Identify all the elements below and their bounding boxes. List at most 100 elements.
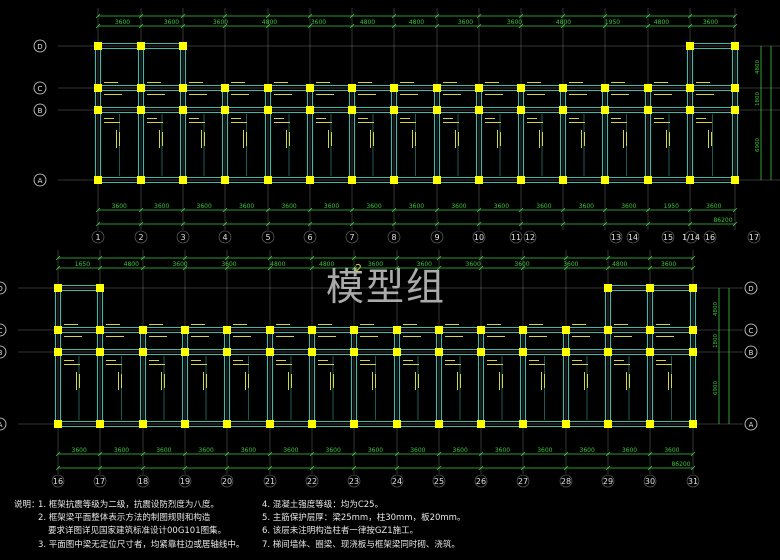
column-axis-label: 20	[222, 477, 232, 486]
column	[435, 348, 443, 356]
row-axis-bubble	[33, 81, 47, 95]
rebar-annotation	[331, 132, 332, 146]
column-axis-label: 1	[95, 233, 100, 242]
rebar-annotation	[316, 82, 330, 83]
column-axis-bubble	[345, 230, 359, 244]
column	[96, 284, 104, 292]
rebar-annotation	[542, 132, 543, 146]
note-item: 7. 梯间墙体、圈梁、现浇板与框架梁同时砌、浇筑。	[262, 540, 460, 550]
rebar-annotation	[147, 122, 163, 123]
column-axis-bubble	[51, 474, 65, 488]
column-axis-label: 3	[180, 233, 185, 242]
column	[308, 420, 316, 428]
rebar-annotation	[445, 336, 463, 337]
column	[96, 420, 104, 428]
rebar-annotation	[316, 118, 326, 119]
rebar-annotation	[460, 374, 461, 388]
column-axis-bubble	[178, 474, 192, 488]
rebar-annotation	[626, 372, 627, 390]
column-axis-label: 29	[603, 477, 613, 486]
dimension-text: 6900	[755, 138, 761, 152]
rebar-annotation	[318, 336, 336, 337]
note-item: 2. 框架梁平面整体表示方法的制图规则和构造	[38, 513, 211, 523]
rebar-annotation	[104, 94, 122, 95]
dimension-text: 3600	[368, 447, 383, 454]
column	[393, 348, 401, 356]
rebar-annotation	[614, 324, 628, 325]
rebar-annotation	[581, 130, 582, 148]
column-axis-label: 26	[476, 477, 486, 486]
column	[433, 84, 441, 92]
row-axis-bubble	[33, 173, 47, 187]
column-axis-bubble	[387, 230, 401, 244]
rebar-annotation	[445, 324, 459, 325]
rebar-annotation	[569, 94, 587, 95]
column-axis-label: 16	[705, 233, 715, 242]
dimension-text: 3600	[579, 203, 594, 210]
column-axis-label: 18	[138, 477, 148, 486]
column-axis-label: 31	[688, 477, 698, 486]
dimension-text: 3600	[410, 447, 425, 454]
rebar-annotation	[231, 82, 245, 83]
dimension-text: 3600	[281, 203, 296, 210]
column-axis-bubble	[559, 474, 573, 488]
column	[139, 348, 147, 356]
column-axis-bubble	[220, 474, 234, 488]
column-axis-bubble	[347, 474, 361, 488]
dimension-text: 1800	[755, 92, 761, 106]
column	[686, 106, 694, 114]
row-axis-bubble	[744, 345, 758, 359]
rebar-annotation	[539, 130, 540, 148]
rebar-annotation	[445, 364, 461, 365]
column	[646, 284, 654, 292]
watermark: 模型组	[326, 265, 447, 309]
dimension-text: 3600	[458, 19, 473, 26]
column-axis-bubble	[626, 230, 640, 244]
column-axis-bubble	[703, 230, 717, 244]
column-axis-bubble	[684, 230, 698, 244]
column-axis-label: 17	[95, 477, 105, 486]
rebar-annotation	[572, 336, 590, 337]
dimension-text: 3600	[368, 261, 383, 268]
column-axis-bubble	[609, 230, 623, 244]
rebar-annotation	[629, 374, 630, 388]
rebar-annotation	[614, 360, 624, 361]
rebar-annotation	[455, 130, 456, 148]
dimension-text: 1800	[713, 334, 719, 348]
column	[179, 106, 187, 114]
rebar-annotation	[191, 324, 205, 325]
rebar-annotation	[529, 360, 539, 361]
column	[348, 84, 356, 92]
column	[477, 326, 485, 334]
rebar-annotation	[529, 324, 543, 325]
column-axis-bubble	[474, 474, 488, 488]
rebar-annotation	[149, 360, 159, 361]
row-axis-bubble	[33, 103, 47, 117]
rebar-annotation	[487, 324, 501, 325]
dimension-text: 3600	[451, 203, 466, 210]
column	[179, 42, 187, 50]
rebar-annotation	[487, 364, 503, 365]
dimension-text: 3600	[622, 447, 637, 454]
dimension-text: 3600	[326, 447, 341, 454]
column-axis-bubble	[303, 230, 317, 244]
rebar-annotation	[360, 364, 376, 365]
rebar-annotation	[527, 82, 541, 83]
rebar-annotation	[527, 94, 545, 95]
rebar-annotation	[485, 118, 495, 119]
column	[477, 348, 485, 356]
dimension-text: 3600	[453, 447, 468, 454]
column	[181, 420, 189, 428]
column-axis-label: 4	[222, 233, 227, 242]
rebar-annotation	[412, 130, 413, 148]
rebar-annotation	[572, 324, 586, 325]
column	[306, 106, 314, 114]
rebar-annotation	[106, 360, 116, 361]
rebar-annotation	[106, 364, 122, 365]
rebar-annotation	[119, 132, 120, 146]
column-axis-label: 7	[349, 233, 354, 242]
column-axis-bubble	[661, 230, 675, 244]
row-axis-label: B	[749, 349, 754, 357]
column	[475, 84, 483, 92]
column	[644, 176, 652, 184]
